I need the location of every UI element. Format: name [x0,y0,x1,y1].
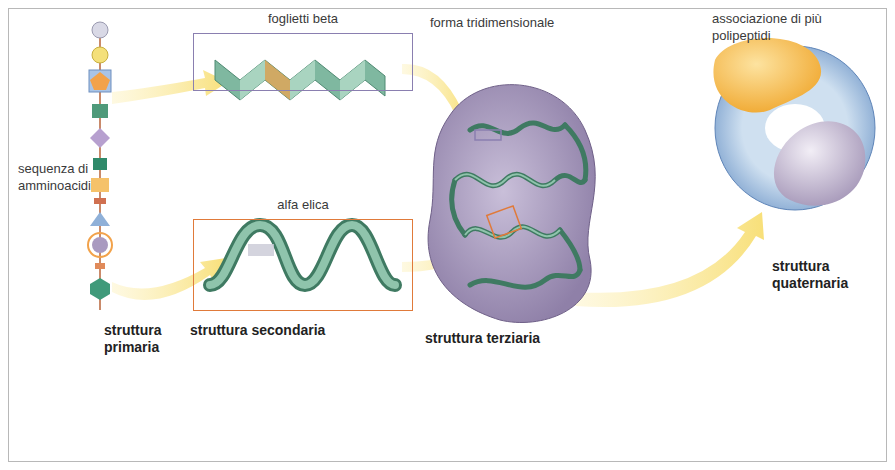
level-label: struttura quaternaria [772,258,872,292]
box-outline [193,219,413,311]
box-outline [193,33,413,91]
box-heading: alfa elica [193,196,413,213]
beta-sheet-box: foglietti beta [193,10,413,91]
box-heading: foglietti beta [193,10,413,27]
alpha-helix-box: alfa elica [193,196,413,311]
chain-label: sequenza di amminoacidi [18,160,98,194]
level-label: struttura secondaria [190,322,370,339]
shape-label: forma tridimensionale [430,14,600,31]
assembly-label: associazione di più polipeptidi [712,10,882,44]
level-label: struttura primaria [104,322,184,356]
level-label: struttura terziaria [425,330,595,347]
